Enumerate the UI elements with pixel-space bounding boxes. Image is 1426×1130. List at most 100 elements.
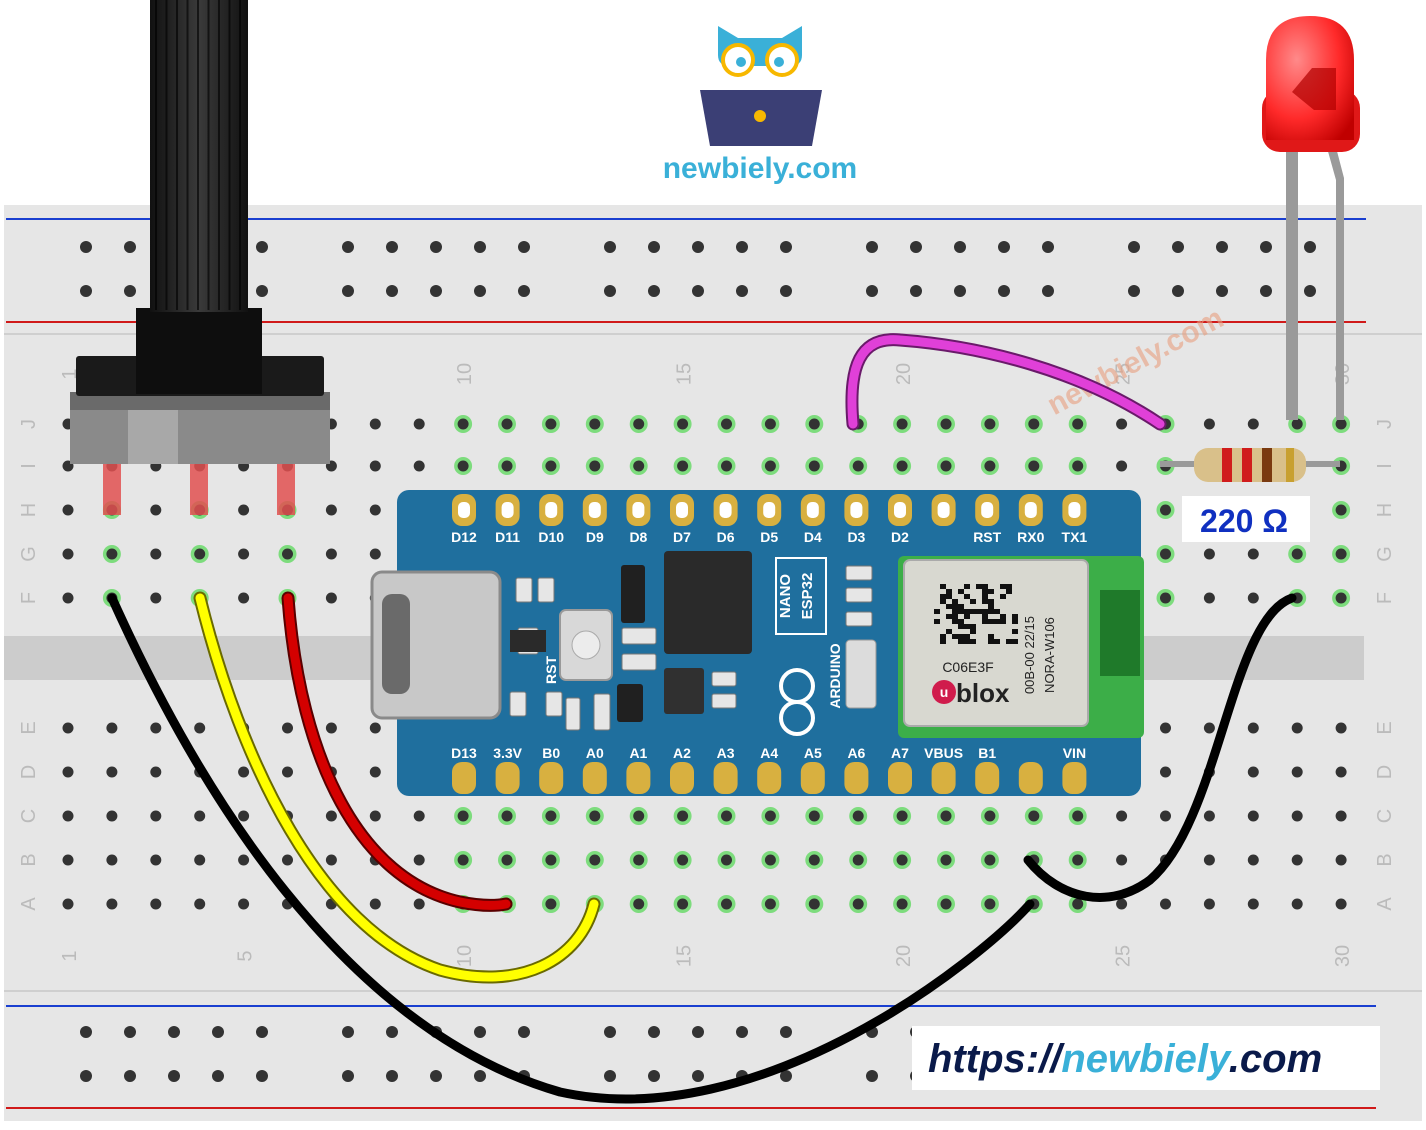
breadboard-hole: [238, 898, 250, 910]
pin-pad: [539, 762, 564, 794]
qr-cell: [958, 619, 964, 624]
qr-cell: [982, 589, 988, 594]
breadboard-hole: [589, 460, 601, 472]
breadboard-hole: [764, 898, 776, 910]
breadboard-hole: [1335, 548, 1347, 560]
breadboard-hole: [1247, 548, 1259, 560]
top-pin-label: RST: [973, 529, 1001, 545]
column-numbers: 11015202530151015202530: [59, 363, 1354, 967]
breadboard-hole: [194, 898, 206, 910]
pin-pad: [582, 762, 607, 794]
rail-hole: [1042, 241, 1054, 253]
breadboard-hole: [677, 418, 689, 430]
bottom-pin-label: B0: [542, 745, 560, 761]
rail-hole: [1216, 285, 1228, 297]
module-vendor-prefix: u: [940, 684, 949, 700]
rail-hole: [648, 241, 660, 253]
smd-part: [621, 627, 657, 645]
breadboard-hole: [1160, 810, 1171, 822]
breadboard-hole: [808, 810, 820, 822]
breadboard-hole: [282, 766, 293, 778]
breadboard-hole: [62, 854, 74, 866]
rail-hole: [474, 1070, 486, 1082]
resistor-band-2: [1242, 448, 1252, 482]
qr-cell: [952, 609, 958, 614]
column-number: 10: [454, 945, 476, 967]
breadboard-hole: [677, 854, 689, 866]
qr-cell: [958, 604, 964, 609]
rail-hole: [1260, 285, 1272, 297]
rail-hole: [648, 285, 660, 297]
breadboard-hole: [1247, 592, 1259, 604]
breadboard-hole: [238, 810, 250, 822]
qr-cell: [940, 639, 946, 644]
rail-hole: [1304, 241, 1316, 253]
laptop-dot-icon: [754, 110, 766, 122]
pin-pad-hole: [588, 502, 601, 518]
breadboard-hole: [501, 418, 513, 430]
newbiely-logo: newbiely.com: [663, 26, 857, 185]
breadboard-hole: [1291, 854, 1303, 866]
rail-hole: [430, 1070, 442, 1082]
url-prefix: https://: [928, 1037, 1065, 1081]
breadboard-hole: [1247, 766, 1259, 778]
qr-cell: [952, 619, 958, 624]
breadboard-hole: [150, 854, 162, 866]
breadboard-hole: [764, 418, 776, 430]
pot-body-top: [70, 392, 330, 410]
ublox-logo-icon: [932, 680, 956, 704]
module-part-2: NORA-W106: [1042, 617, 1057, 693]
breadboard-hole: [721, 460, 732, 472]
breadboard-hole: [325, 592, 337, 604]
breadboard-hole: [984, 460, 996, 472]
main-chip: [664, 551, 752, 654]
rail-hole: [124, 1026, 136, 1038]
qr-cell: [994, 609, 1000, 614]
pin-pad-hole: [719, 502, 732, 518]
column-number: 1: [59, 950, 81, 961]
qr-cell: [982, 619, 988, 624]
breadboard-hole: [106, 766, 118, 778]
rail-hole: [736, 241, 748, 253]
wire-black-gnd-pot: [107, 593, 1035, 1104]
owl-pupil-left-icon: [736, 57, 746, 67]
rail-hole: [256, 1026, 268, 1038]
row-letter: F: [1374, 592, 1396, 604]
led-anvil-icon: [1292, 68, 1336, 110]
qr-cell: [946, 614, 952, 619]
qr-cell: [982, 609, 988, 614]
column-number: 25: [1113, 363, 1135, 385]
smd-part: [711, 693, 737, 709]
row-letter: E: [1374, 721, 1396, 734]
qr-cell: [934, 619, 940, 624]
power-chip: [664, 668, 704, 714]
top-pin-label: D12: [451, 529, 477, 545]
breadboard-hole: [62, 810, 74, 822]
pot-shaft-ridges: [155, 0, 241, 310]
breadboard-hole: [808, 418, 820, 430]
breadboard-hole: [194, 854, 206, 866]
resistor-label: 220 Ω: [1200, 503, 1288, 539]
rail-hole: [780, 1026, 792, 1038]
pin-pad-hole: [850, 502, 863, 518]
breadboard-hole: [457, 460, 469, 472]
bottom-pin-label: A3: [717, 745, 735, 761]
pin-pad-hole: [458, 502, 470, 518]
breadboard-hole: [62, 722, 74, 734]
rail-hole: [80, 1070, 92, 1082]
rail-hole: [80, 285, 92, 297]
qr-cell: [1012, 639, 1018, 644]
url-suffix: .com: [1229, 1037, 1322, 1081]
row-letter: H: [1374, 503, 1396, 517]
rail-hole: [910, 285, 922, 297]
breadboard-hole: [764, 854, 776, 866]
qr-cell: [970, 609, 976, 614]
model-box: [775, 557, 827, 635]
bottom-pin-label: A4: [760, 745, 778, 761]
smd-part: [565, 697, 581, 731]
breadboard-hole: [150, 548, 162, 560]
pin-pad: [975, 762, 1000, 794]
breadboard-hole: [1116, 854, 1128, 866]
rail-hole: [692, 285, 704, 297]
rail-hole: [386, 1070, 398, 1082]
